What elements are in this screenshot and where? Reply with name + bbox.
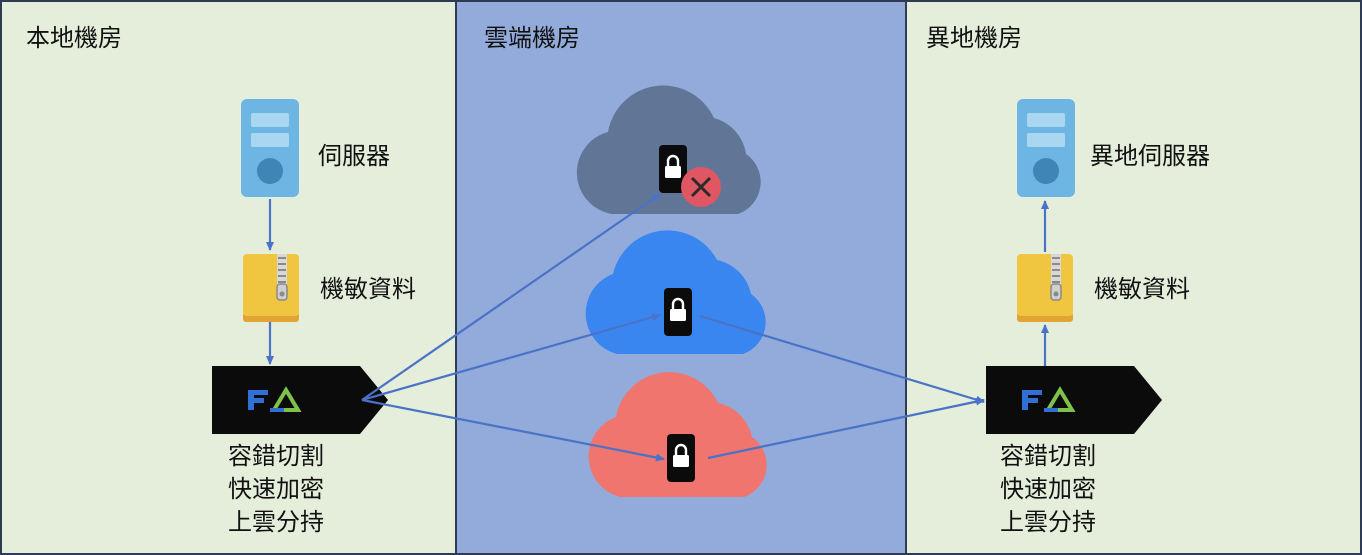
arrow-fa-to-cloud-red (361, 398, 665, 462)
remote-zip-archive-icon (1016, 253, 1074, 323)
remote-server-label: 異地伺服器 (1090, 142, 1210, 170)
local-fa-caption-1: 容錯切割 (228, 442, 324, 470)
remote-fa-caption-3: 上雲分持 (1000, 508, 1096, 536)
remote-zone (905, 0, 1362, 555)
remote-fa-caption-2: 快速加密 (1000, 475, 1096, 503)
cloud-red (588, 372, 767, 497)
remote-fa-caption-1: 容錯切割 (1000, 442, 1096, 470)
local-zone (0, 0, 457, 555)
cloud-blue-padlock-icon (662, 286, 694, 338)
error-x-icon (681, 167, 721, 207)
local-fa-logo-icon (210, 364, 390, 436)
local-data-label: 機敏資料 (320, 275, 416, 303)
cloud-failed (576, 85, 761, 215)
cloud-zone-title: 雲端機房 (484, 24, 580, 52)
local-fa-caption-2: 快速加密 (228, 475, 324, 503)
local-server-icon (241, 99, 299, 197)
local-fa-caption-3: 上雲分持 (228, 508, 324, 536)
local-server-label: 伺服器 (318, 142, 390, 170)
local-zip-archive-icon (242, 253, 300, 323)
remote-data-label: 機敏資料 (1094, 275, 1190, 303)
arrow-cloud-red-to-remote-fa (707, 397, 985, 460)
remote-server-icon (1017, 99, 1075, 197)
cloud-red-padlock-icon (665, 432, 697, 484)
remote-zone-title: 異地機房 (926, 24, 1022, 52)
arrow-cloud-blue-to-remote-fa (699, 314, 985, 404)
local-zone-title: 本地機房 (26, 24, 122, 52)
arrow-fa-to-cloud-blue (361, 313, 661, 402)
arrow-fa-to-cloud-failed (361, 193, 661, 401)
remote-fa-logo-icon (984, 364, 1164, 436)
